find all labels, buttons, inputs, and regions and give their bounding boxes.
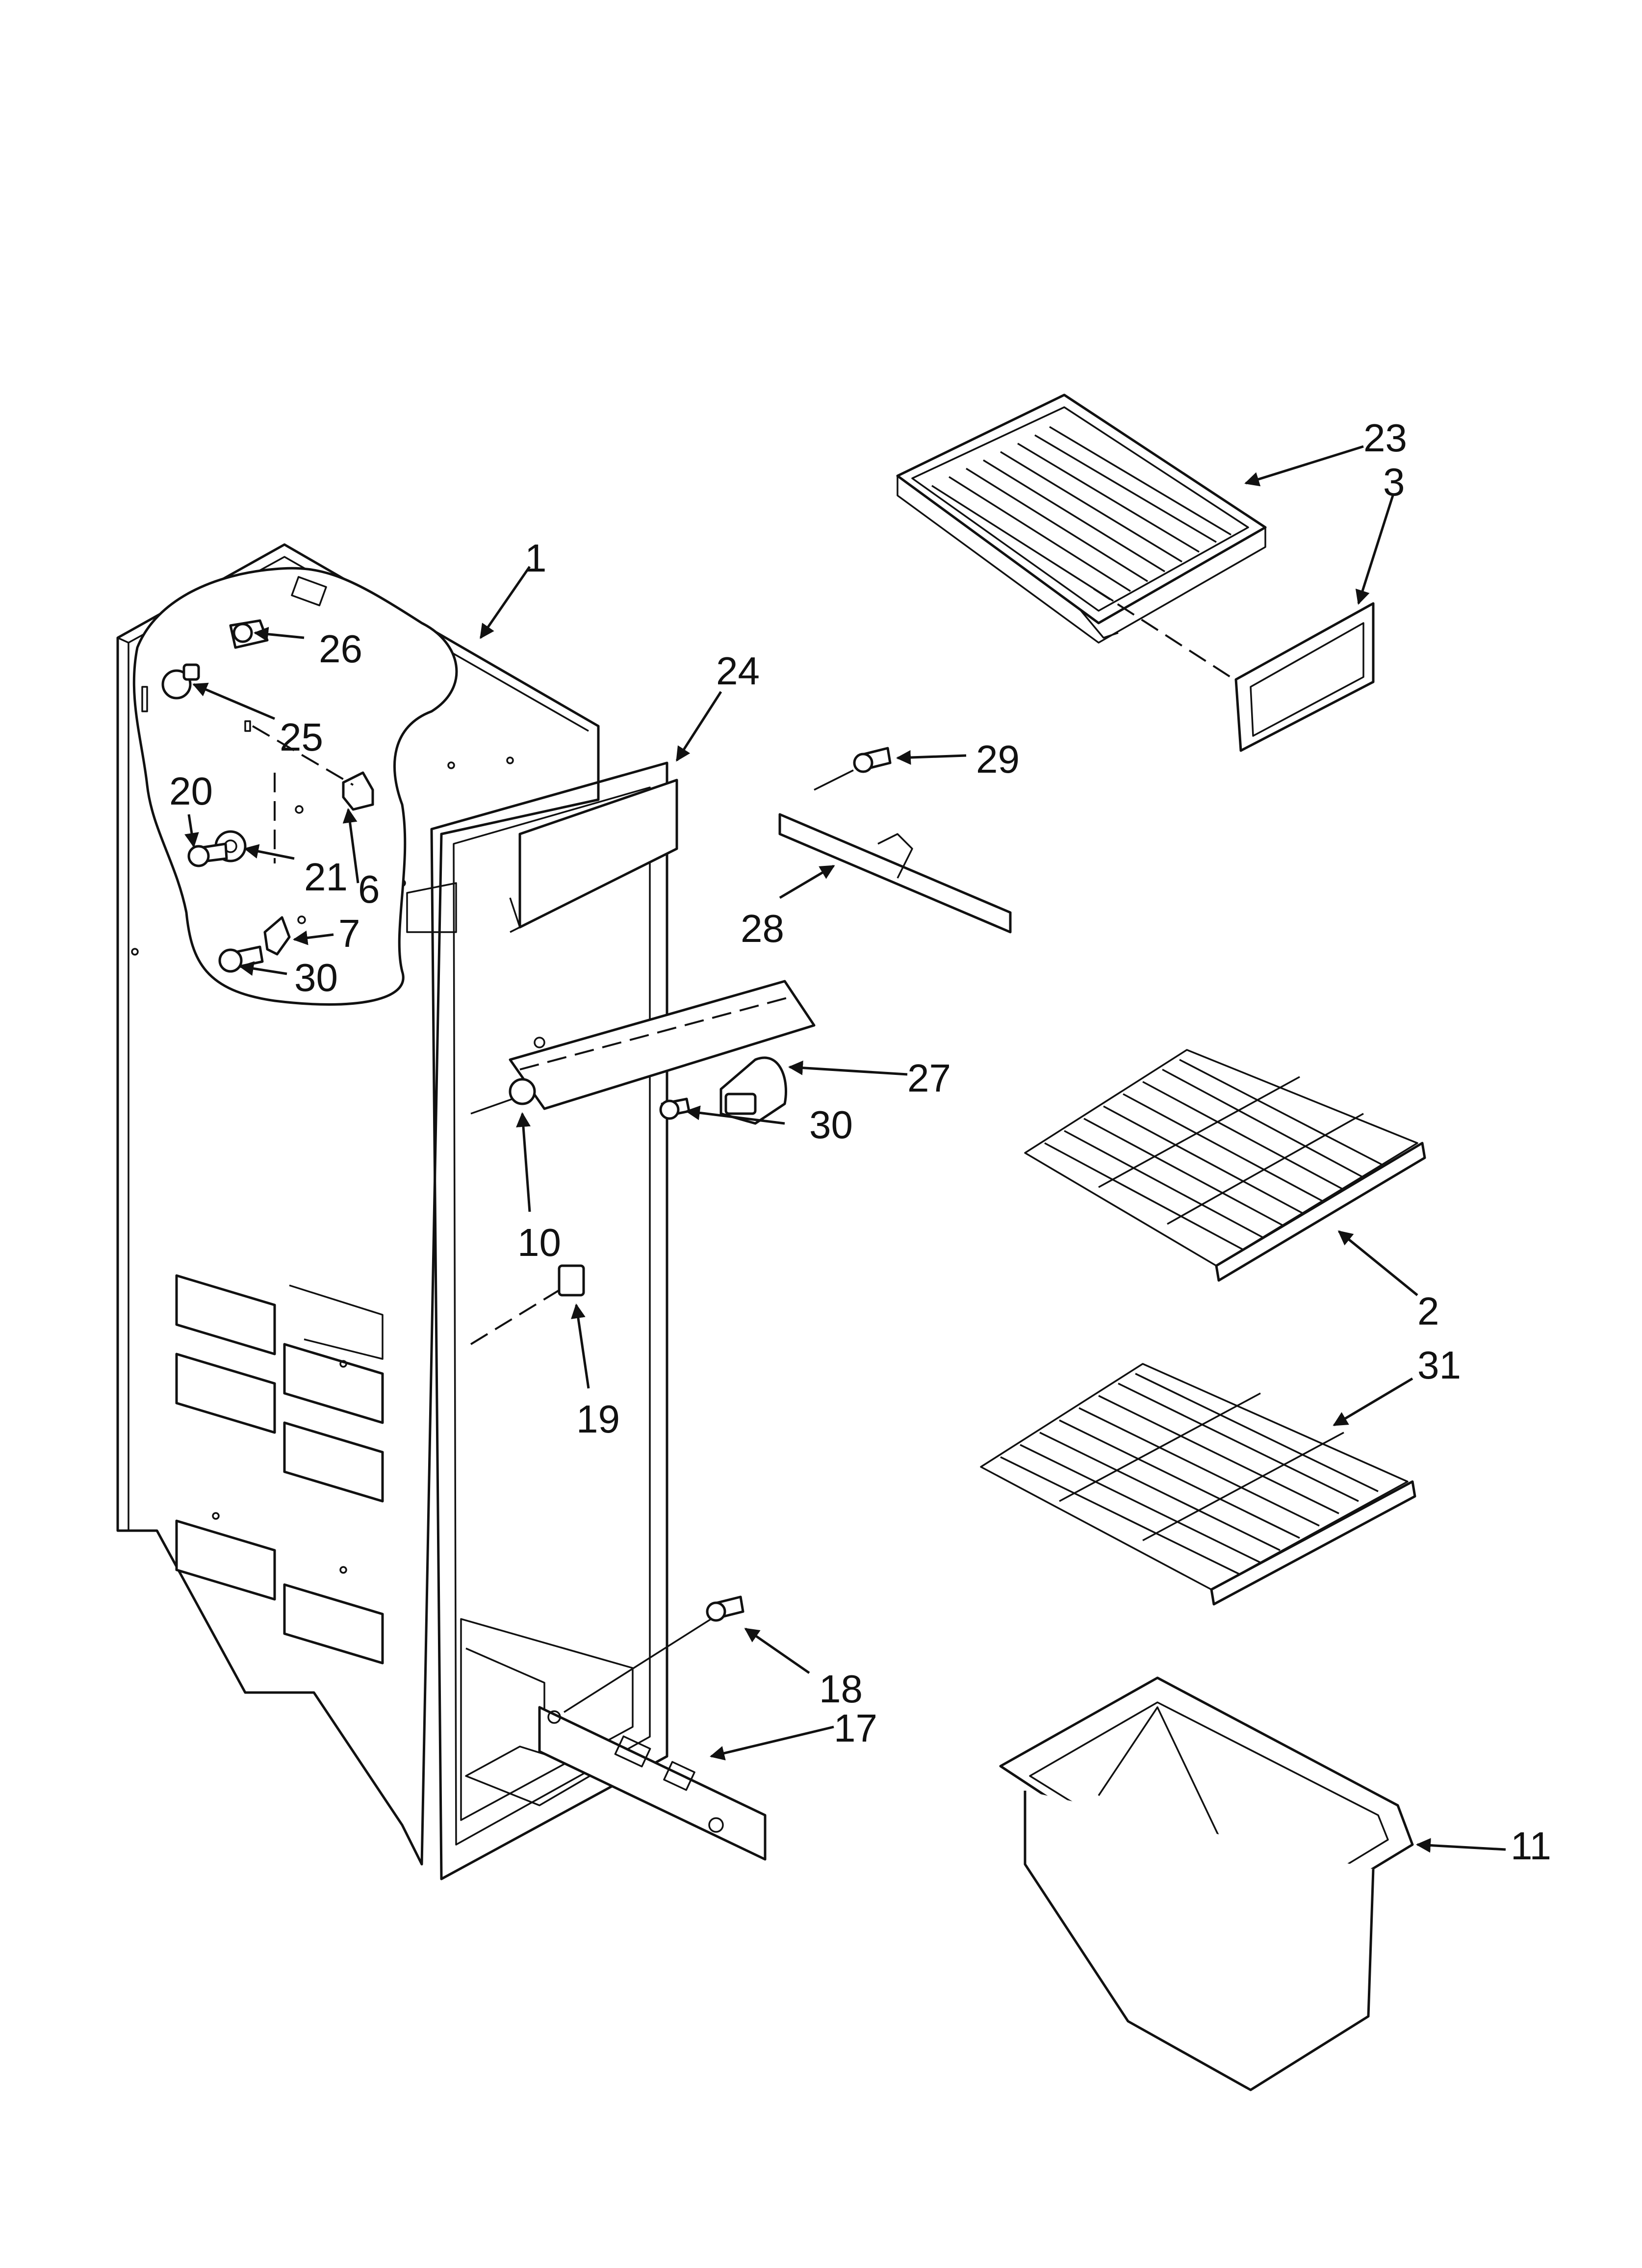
front-hardware xyxy=(470,980,816,1345)
rail-part xyxy=(778,747,1012,934)
label-30-front: 30 xyxy=(809,1103,853,1147)
callout-labels: 1 2 3 6 7 10 11 17 18 19 20 21 23 24 25 … xyxy=(169,416,1551,1868)
label-31: 31 xyxy=(1417,1343,1461,1387)
label-24: 24 xyxy=(716,649,760,693)
label-19: 19 xyxy=(576,1397,620,1441)
label-28: 28 xyxy=(741,907,784,950)
label-20: 20 xyxy=(169,769,213,813)
label-26: 26 xyxy=(319,627,362,671)
label-23: 23 xyxy=(1363,416,1407,460)
label-30-bubble: 30 xyxy=(294,956,338,999)
freezer-liner xyxy=(116,543,668,1880)
label-11: 11 xyxy=(1511,1824,1551,1868)
label-17: 17 xyxy=(834,1706,877,1750)
label-21: 21 xyxy=(304,855,348,899)
label-25: 25 xyxy=(280,715,323,759)
wire-shelf-upper xyxy=(1024,1049,1426,1282)
label-27: 27 xyxy=(907,1056,951,1100)
bottom-cover xyxy=(538,1595,767,1861)
label-10: 10 xyxy=(517,1221,561,1264)
shelf-trim xyxy=(1234,602,1375,752)
label-3: 3 xyxy=(1383,460,1405,504)
wire-shelf-lower xyxy=(980,1363,1416,1606)
label-2: 2 xyxy=(1417,1289,1439,1333)
label-18: 18 xyxy=(819,1667,863,1711)
bubble-parts xyxy=(161,619,374,973)
label-6: 6 xyxy=(358,867,380,911)
label-1: 1 xyxy=(525,536,547,580)
storage-bin xyxy=(999,1676,1414,2091)
label-7: 7 xyxy=(338,912,360,955)
top-shelf xyxy=(896,393,1267,688)
leader-lines xyxy=(184,445,1506,1853)
air-deflector xyxy=(406,779,678,933)
label-29: 29 xyxy=(976,737,1020,781)
